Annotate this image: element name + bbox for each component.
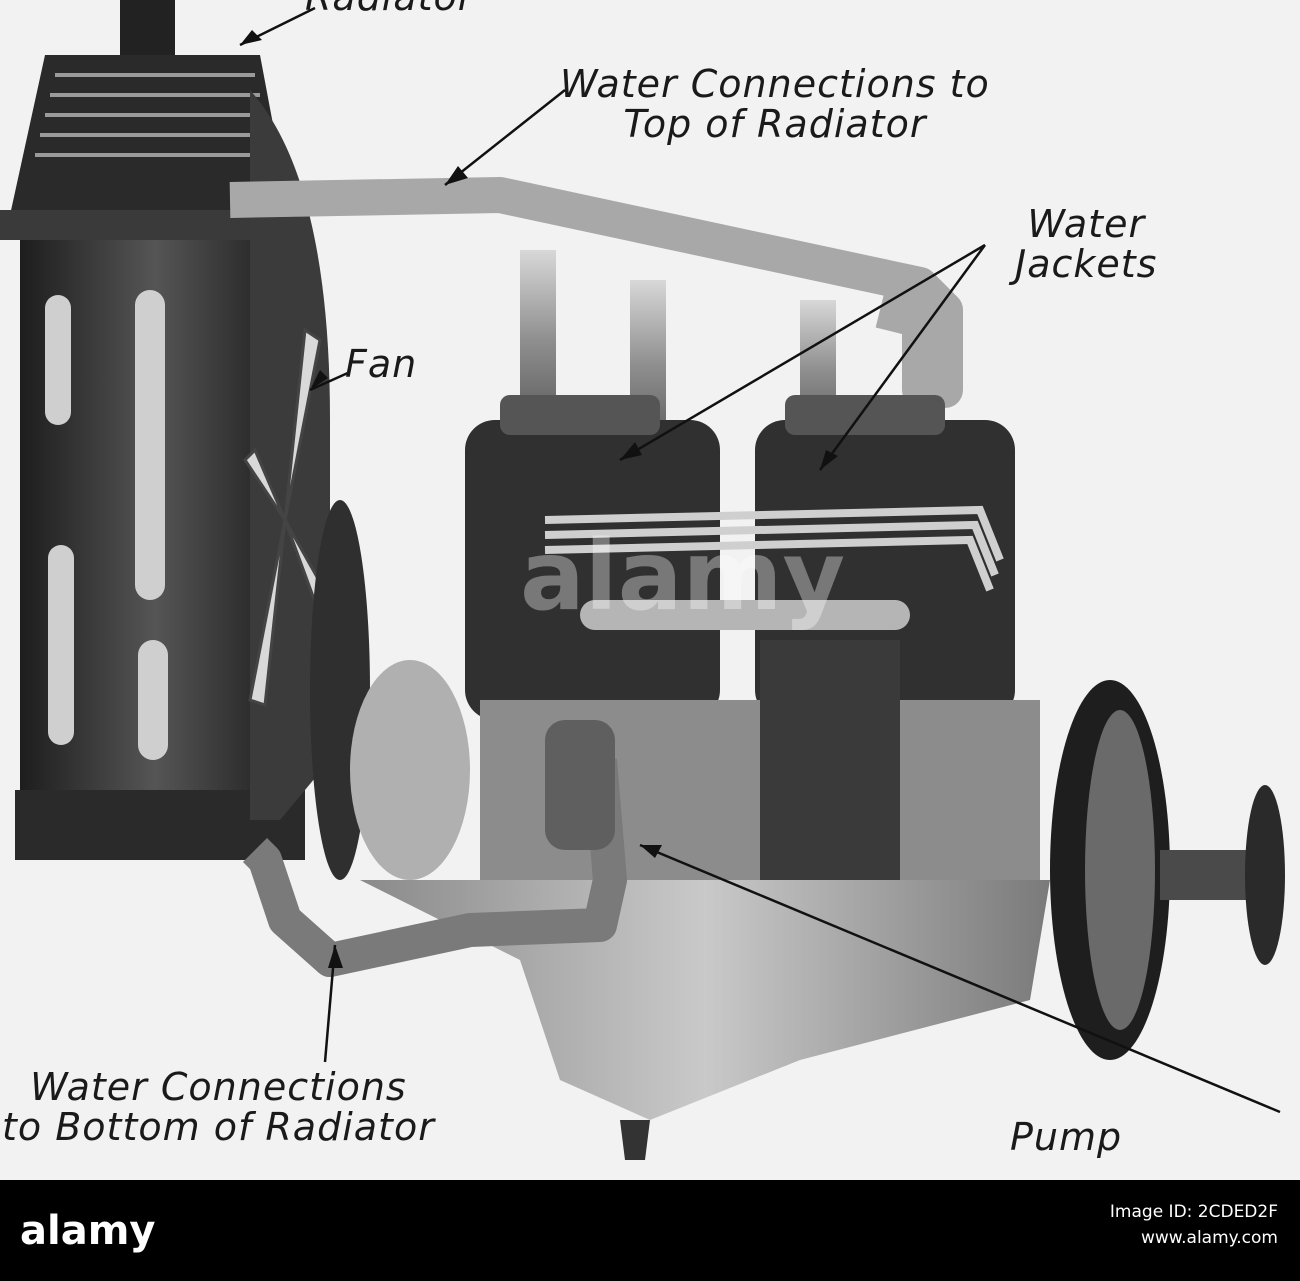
label-pump: Pump (1010, 1115, 1123, 1159)
label-pump-text: Pump (1010, 1115, 1123, 1159)
label-top-connection-line2: Top of Radiator (623, 101, 927, 146)
radiator-top-fins (35, 73, 275, 157)
timing-cover (350, 660, 470, 880)
label-water-jackets-line1: Water (1027, 202, 1146, 246)
site-url: www.alamy.com (1140, 1227, 1278, 1248)
arrow-heads (240, 30, 838, 968)
label-top-connection-line1: Water Connections to (560, 62, 990, 106)
label-water-jackets: Water Jackets (1015, 202, 1158, 286)
intake-pipe (580, 600, 910, 630)
label-top-connection: Water Connections to Top of Radiator (560, 62, 990, 146)
flywheel-face (1085, 710, 1155, 1030)
label-fan-text: Fan (345, 342, 418, 386)
engine-figure: Radiator Water Connections to Top of Rad… (0, 0, 1300, 1180)
fan-blades (243, 327, 332, 708)
engine-illustration (0, 0, 1285, 1160)
bottom-water-pipe (242, 758, 627, 977)
footer-bar: alamy Image ID: 2CDED2F www.alamy.com (0, 1180, 1300, 1281)
label-bottom-connection: Water Connections to Bottom of Radiator (2, 1065, 435, 1149)
footer-logo: alamy (20, 1208, 156, 1254)
label-bottom-connection-line2: to Bottom of Radiator (2, 1104, 435, 1149)
leader-lines (239, 6, 1281, 1114)
image-id: Image ID: 2CDED2F (1109, 1202, 1278, 1222)
cylinder-left (465, 420, 720, 720)
footer-meta: Image ID: 2CDED2F www.alamy.com (1110, 1200, 1278, 1251)
radiator-slots (45, 290, 168, 760)
drain-plug (620, 1120, 650, 1160)
watermark: alamy (520, 520, 846, 632)
water-pump (545, 720, 615, 850)
label-radiator-text: Radiator (305, 0, 474, 19)
label-water-jackets-line2: Jackets (1015, 241, 1158, 286)
radiator-cap (120, 0, 175, 60)
exhaust-manifold (544, 505, 1004, 592)
label-fan: Fan (345, 342, 418, 386)
shaft-coupling (1245, 785, 1285, 965)
cylinder-tops (500, 395, 945, 435)
label-bottom-connection-line1: Water Connections (30, 1065, 407, 1109)
label-radiator: Radiator (305, 0, 474, 18)
top-water-pipe (229, 177, 963, 408)
flywheel-housing (760, 640, 900, 890)
